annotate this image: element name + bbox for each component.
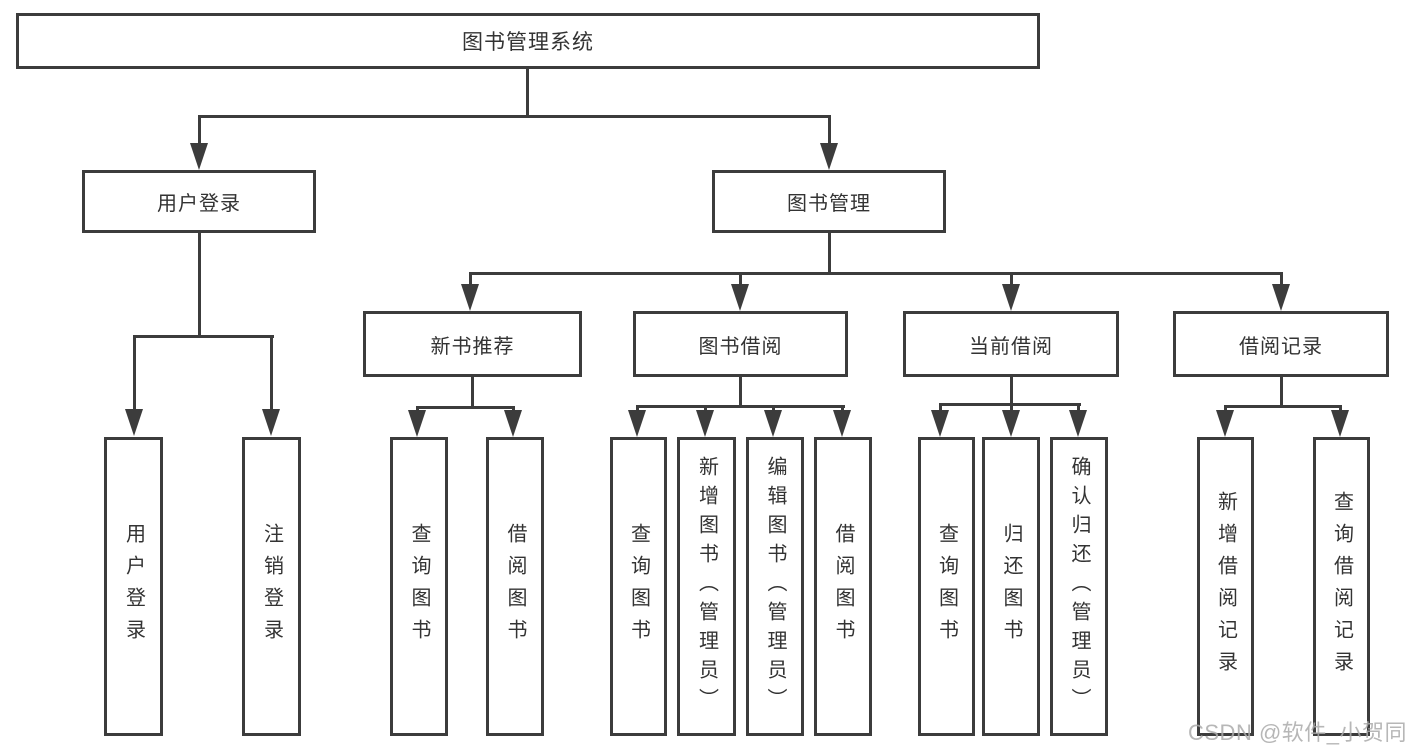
leaf-logout-label: 注销登录 <box>260 522 283 651</box>
leaf-cb-return-books-label: 归还图书 <box>1000 522 1022 651</box>
connector-line <box>525 69 529 118</box>
node-borrow-records-label: 借阅记录 <box>1239 335 1323 358</box>
arrowhead-icon <box>125 409 143 436</box>
connector-line <box>635 406 639 412</box>
arrowhead-icon <box>1002 284 1020 311</box>
leaf-cb-query-books-label: 查询图书 <box>935 522 958 651</box>
arrowhead-icon <box>1069 410 1087 437</box>
arrowhead-icon <box>731 284 749 311</box>
connector-line <box>415 406 515 409</box>
connector-line <box>470 377 474 408</box>
leaf-user-login: 用户登录 <box>104 437 163 736</box>
node-book-mgmt: 图书管理 <box>712 170 946 233</box>
leaf-nb-query-books: 查询图书 <box>390 437 448 736</box>
node-book-borrow: 图书借阅 <box>633 311 848 377</box>
connector-line <box>1009 404 1013 411</box>
arrowhead-icon <box>1331 410 1349 437</box>
node-user-login-label: 用户登录 <box>157 193 241 215</box>
connector-line <box>1279 377 1283 406</box>
node-new-books: 新书推荐 <box>363 311 582 377</box>
connector-line <box>468 273 472 287</box>
leaf-br-query-record-label: 查询借阅记录 <box>1330 490 1353 683</box>
arrowhead-icon <box>931 410 949 437</box>
arrowhead-icon <box>262 409 280 436</box>
leaf-bb-query-books: 查询图书 <box>610 437 667 736</box>
leaf-br-add-record: 新增借阅记录 <box>1197 437 1254 736</box>
connector-line <box>269 336 273 411</box>
node-borrow-records: 借阅记录 <box>1173 311 1389 377</box>
connector-line <box>840 406 844 412</box>
node-book-borrow-label: 图书借阅 <box>698 335 783 358</box>
connector-line <box>1279 273 1283 287</box>
arrowhead-icon <box>820 143 838 170</box>
leaf-user-login-label: 用户登录 <box>122 522 145 651</box>
node-current-borrow: 当前借阅 <box>903 311 1119 377</box>
connector-line <box>771 406 775 412</box>
leaf-bb-add-books-admin-label: 新增图书（管理员） <box>695 456 718 717</box>
node-current-borrow-label: 当前借阅 <box>969 335 1053 358</box>
arrowhead-icon <box>461 284 479 311</box>
leaf-bb-query-books-label: 查询图书 <box>627 522 650 651</box>
connector-line <box>1223 405 1227 411</box>
leaf-bb-add-books-admin: 新增图书（管理员） <box>677 437 736 736</box>
connector-line <box>132 336 136 411</box>
connector-line <box>468 272 1283 275</box>
node-user-login: 用户登录 <box>82 170 316 233</box>
connector-line <box>197 115 201 147</box>
arrowhead-icon <box>408 410 426 437</box>
connector-line <box>1009 273 1013 287</box>
connector-line <box>827 233 831 275</box>
arrowhead-icon <box>833 410 851 437</box>
leaf-cb-query-books: 查询图书 <box>918 437 975 736</box>
connector-line <box>703 406 707 412</box>
leaf-bb-borrow-books-label: 借阅图书 <box>832 522 854 651</box>
arrowhead-icon <box>628 410 646 437</box>
connector-line <box>738 377 742 407</box>
connector-line <box>197 115 831 118</box>
arrowhead-icon <box>504 410 522 437</box>
arrowhead-icon <box>696 410 714 437</box>
leaf-br-query-record: 查询借阅记录 <box>1313 437 1370 736</box>
leaf-bb-edit-books-admin-label: 编辑图书（管理员） <box>764 456 786 717</box>
watermark: CSDN @软件_小贺同学 <box>1188 720 1405 745</box>
leaf-cb-confirm-return-admin-label: 确认归还（管理员） <box>1068 456 1090 717</box>
connector-line <box>1338 405 1342 411</box>
leaf-bb-edit-books-admin: 编辑图书（管理员） <box>746 437 804 736</box>
leaf-cb-confirm-return-admin: 确认归还（管理员） <box>1050 437 1108 736</box>
connector-line <box>938 404 942 411</box>
connector-line <box>1223 404 1342 408</box>
connector-line <box>197 233 201 337</box>
leaf-logout: 注销登录 <box>242 437 301 736</box>
connector-line <box>635 405 845 408</box>
connector-line <box>1076 404 1080 411</box>
node-book-mgmt-label: 图书管理 <box>787 193 871 215</box>
arrowhead-icon <box>190 143 208 170</box>
leaf-cb-return-books: 归还图书 <box>982 437 1040 736</box>
connector-line <box>1009 377 1013 405</box>
leaf-nb-query-books-label: 查询图书 <box>408 522 430 651</box>
arrowhead-icon <box>764 410 782 437</box>
leaf-nb-borrow-books-label: 借阅图书 <box>504 522 526 651</box>
leaf-nb-borrow-books: 借阅图书 <box>486 437 544 736</box>
connector-line <box>827 115 831 147</box>
node-root-label: 图书管理系统 <box>462 31 594 54</box>
arrowhead-icon <box>1002 410 1020 437</box>
node-new-books-label: 新书推荐 <box>430 335 515 358</box>
node-root: 图书管理系统 <box>16 13 1040 69</box>
leaf-br-add-record-label: 新增借阅记录 <box>1214 490 1237 683</box>
connector-line <box>738 273 742 287</box>
arrowhead-icon <box>1216 410 1234 437</box>
leaf-bb-borrow-books: 借阅图书 <box>814 437 872 736</box>
connector-line <box>132 334 274 338</box>
arrowhead-icon <box>1272 284 1290 311</box>
